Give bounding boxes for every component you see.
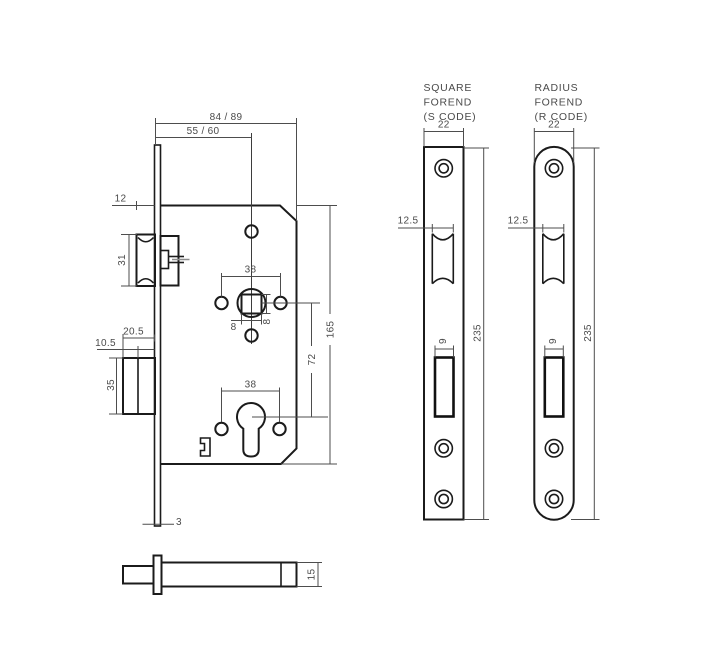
screw-hole <box>434 438 454 458</box>
dim-s-length-label: 235 <box>473 324 484 342</box>
main-view-dimensions: 84 / 89 55 / 60 12 31 20.5 10.5 35 38 <box>95 112 337 528</box>
label-backing <box>306 346 317 373</box>
bolt-cutout <box>433 356 455 418</box>
square-forend-view: SQUARE FOREND (S CODE) 22 12.5 9 <box>398 82 489 521</box>
radius-forend-view: RADIUS FOREND (R CODE) 22 12.5 9 <box>508 82 600 521</box>
case-clip-cutout <box>199 437 211 457</box>
dim-bolt-mid-throw-label: 10.5 <box>95 338 116 349</box>
dim-latch-protrusion-label: 12 <box>115 194 127 205</box>
dim-backset-label: 55 / 60 <box>187 126 220 137</box>
cylinder-fixing-hole-right <box>272 421 287 437</box>
dim-s-width-label: 22 <box>438 120 450 131</box>
dim-bolt-height-label: 35 <box>106 379 117 391</box>
screw-hole-inner <box>548 493 560 505</box>
latch-cutout-bottom-curve <box>542 277 565 285</box>
dim-faceplate-thickness-label: 3 <box>176 517 182 528</box>
radius-forend-title-1: RADIUS <box>535 82 579 94</box>
square-forend-title-1: SQUARE <box>424 82 473 94</box>
fixing-hole <box>244 224 259 239</box>
latch-bolt-bottom-curve <box>137 277 155 284</box>
fixing-hole-below-follower <box>244 328 259 343</box>
radius-forend-title-2: FOREND <box>535 97 584 109</box>
dim-case-depth-label: 15 <box>307 569 318 581</box>
radius-forend-plate <box>533 145 575 521</box>
screw-hole <box>544 438 564 458</box>
screw-hole <box>544 489 564 509</box>
latch-cutout-bottom-curve <box>431 277 454 285</box>
dim-centres-label: 72 <box>307 354 318 366</box>
square-forend-plate <box>423 146 465 521</box>
screw-hole-inner <box>438 493 450 505</box>
screw-hole-inner <box>548 442 560 454</box>
dim-bolt-throw-label: 20.5 <box>123 327 144 338</box>
square-forend-title-3: (S CODE) <box>424 111 477 123</box>
lock-case-plan-view: 15 <box>122 554 322 595</box>
dim-s-latch-cutout-label: 12.5 <box>398 216 419 227</box>
euro-cylinder-hole <box>236 402 266 458</box>
label-backing <box>105 373 116 397</box>
faceplate-plan <box>152 554 163 595</box>
faceplate <box>153 144 162 527</box>
latch-cutout-top-curve <box>542 233 565 241</box>
bolt-plan <box>122 565 155 585</box>
dim-spindle-height-label: 8 <box>262 318 273 324</box>
dim-spindle-width-label: 8 <box>231 322 237 333</box>
spindle-square-hole <box>240 293 263 315</box>
latch-bolt-top-curve <box>137 236 155 243</box>
latch-bolt <box>135 233 156 287</box>
dim-r-length-label: 235 <box>583 324 594 342</box>
dim-s-bolt-cutout-label: 9 <box>438 338 449 344</box>
dim-r-width-label: 22 <box>548 120 560 131</box>
dim-handle-holes-label: 38 <box>245 265 257 276</box>
screw-hole-inner <box>438 162 450 174</box>
dim-r-bolt-cutout-label: 9 <box>548 338 559 344</box>
deadbolt <box>122 357 156 415</box>
dim-body-width-label: 84 / 89 <box>210 112 243 123</box>
cylinder-fixing-hole-left <box>214 421 229 437</box>
screw-hole <box>434 158 454 178</box>
bolt-cutout <box>543 356 565 418</box>
dim-r-latch-cutout-label: 12.5 <box>508 216 529 227</box>
screw-hole-inner <box>548 162 560 174</box>
case-plan-outline <box>160 561 298 588</box>
screw-hole-inner <box>438 442 450 454</box>
latch-cutout-top-curve <box>431 233 454 241</box>
label-backing <box>324 314 336 345</box>
lock-case-side-view <box>122 133 298 527</box>
handle-fixing-hole-left <box>214 295 229 311</box>
screw-hole <box>544 158 564 178</box>
square-forend-title-2: FOREND <box>424 97 473 109</box>
radius-forend-title-3: (R CODE) <box>535 111 588 123</box>
dim-cylinder-holes-label: 38 <box>245 380 257 391</box>
dim-latch-height-label: 31 <box>117 254 128 266</box>
latch-housing <box>159 235 180 287</box>
screw-hole <box>434 489 454 509</box>
case-outline <box>160 204 298 465</box>
latch-tail <box>159 249 170 270</box>
dim-case-height-label: 165 <box>326 321 337 339</box>
